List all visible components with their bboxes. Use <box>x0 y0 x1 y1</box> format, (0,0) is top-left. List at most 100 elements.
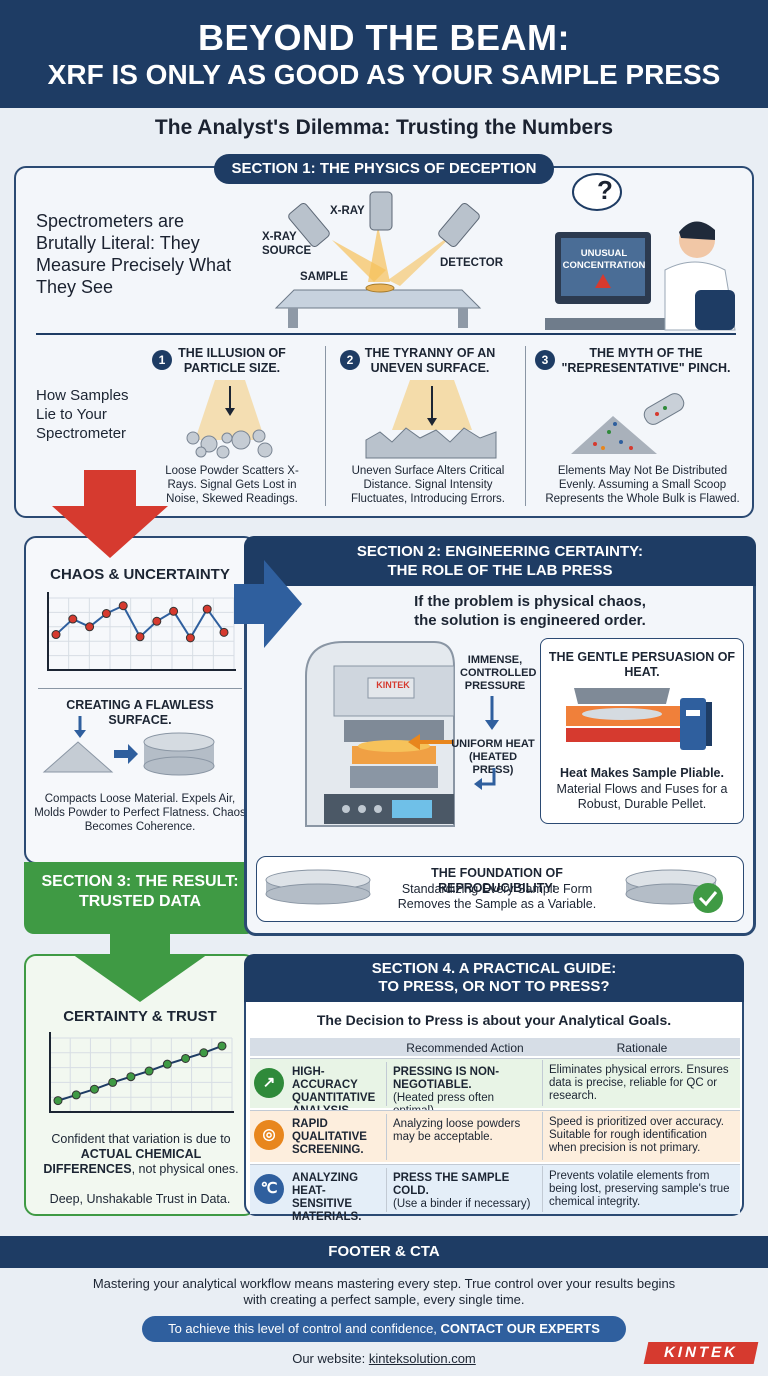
gentle-title: THE GENTLE PERSUASION OF HEAT. <box>548 650 736 679</box>
footer-text: Mastering your analytical workflow means… <box>92 1276 676 1307</box>
particle-size-icon <box>186 380 273 459</box>
chart-point <box>101 609 111 619</box>
chart-point <box>126 1072 136 1082</box>
section1-title: SECTION 1: THE PHYSICS OF DECEPTION <box>214 154 554 184</box>
chart-point <box>71 1090 81 1100</box>
pressure-arrow <box>485 696 499 730</box>
action-cell: PRESS THE SAMPLE COLD.(Use a binder if n… <box>386 1168 542 1212</box>
heat-arrow <box>408 734 454 750</box>
monitor-text: UNUSUAL CONCENTRATION <box>562 248 646 271</box>
kintek-logo: KINTEK <box>643 1342 759 1364</box>
chart-point <box>144 1066 154 1076</box>
item-desc: Uneven Surface Alters Critical Distance.… <box>350 465 506 505</box>
chart-point <box>199 1048 209 1058</box>
section2-title: SECTION 2: ENGINEERING CERTAINTY:THE ROL… <box>356 543 644 579</box>
rationale-cell: Speed is prioritized over accuracy. Suit… <box>542 1112 740 1160</box>
flawless-desc: Compacts Loose Material. Expels Air, Mol… <box>34 793 246 833</box>
label-xray-source: X-RAY SOURCE <box>262 231 312 257</box>
page-subtitle: XRF IS ONLY AS GOOD AS YOUR SAMPLE PRESS <box>47 59 721 90</box>
chart-point <box>51 630 61 640</box>
label-detector: DETECTOR <box>440 257 504 269</box>
item-title: THE MYTH OF THE "REPRESENTATIVE" PINCH. <box>561 346 731 375</box>
section3-band <box>24 862 256 934</box>
gentle-bold: Heat Makes Sample Pliable. <box>560 766 724 780</box>
contact-experts-button[interactable]: To achieve this level of control and con… <box>142 1316 626 1342</box>
chart-point <box>118 601 128 611</box>
heated-plates-icon <box>566 688 712 750</box>
item-divider <box>325 346 326 506</box>
item-title: THE ILLUSION OF PARTICLE SIZE. <box>178 346 286 375</box>
table-row <box>250 1164 740 1214</box>
footer-title: FOOTER & CTA <box>328 1243 440 1260</box>
uneven-surface-icon <box>365 380 497 459</box>
chaos-chart <box>47 592 236 671</box>
action-cell: PRESSING IS NON-NEGOTIABLE.(Heated press… <box>386 1062 542 1117</box>
pellet-icon <box>265 869 371 905</box>
heat-label: UNIFORM HEAT (HEATED PRESS) <box>451 738 535 776</box>
col-rationale-header: Rationale <box>616 1041 668 1055</box>
rationale-cell: Eliminates physical errors. Ensures data… <box>542 1060 740 1106</box>
chart-point <box>89 1084 99 1094</box>
green-arrow-down <box>72 932 208 1002</box>
chart-axis <box>47 592 236 671</box>
section4-header <box>244 954 744 1002</box>
table-header <box>250 1038 740 1056</box>
section4-lead: The Decision to Press is about your Anal… <box>316 1012 672 1028</box>
section1-headline: Spectrometers are Brutally Literal: They… <box>36 211 232 297</box>
certainty-title: CERTAINTY & TRUST <box>63 1008 217 1025</box>
footer-bar <box>0 1236 768 1268</box>
chart-point <box>162 1059 172 1069</box>
item-desc: Elements May Not Be Distributed Evenly. … <box>545 465 740 505</box>
chart-point <box>202 604 212 614</box>
chart-point <box>219 627 229 637</box>
item-number: 3 <box>535 350 555 370</box>
page-header: BEYOND THE BEAM: XRF IS ONLY AS GOOD AS … <box>0 0 768 108</box>
chart-point <box>169 606 179 616</box>
confident-text: Confident that variation is due to ACTUA… <box>43 1132 239 1176</box>
chart-point <box>181 1053 191 1063</box>
item-number: 2 <box>340 350 360 370</box>
item-divider <box>525 346 526 506</box>
thermometer-icon: ℃ <box>254 1174 284 1204</box>
magnifier-icon: ◎ <box>254 1120 284 1150</box>
chart-point <box>53 1096 63 1106</box>
chaos-panel <box>24 536 256 864</box>
pressure-label: IMMENSE, CONTROLLED PRESSURE <box>460 654 537 692</box>
analyst-illustration <box>545 173 736 331</box>
verified-pellet-icon <box>625 869 723 913</box>
trust-text: Deep, Unshakable Trust in Data. <box>49 1192 231 1206</box>
label-sample: SAMPLE <box>300 271 348 283</box>
chart-point <box>217 1041 227 1051</box>
website-line: Our website: kinteksolution.com <box>292 1351 476 1366</box>
chaos-title: CHAOS & UNCERTAINTY <box>50 566 230 583</box>
certainty-chart <box>49 1032 234 1113</box>
table-row <box>250 1058 740 1108</box>
chart-series-line <box>57 1045 223 1102</box>
label-xray: X-RAY <box>330 205 365 217</box>
chart-point <box>185 633 195 643</box>
foundation-title: THE FOUNDATION OF REPRODUCIBILITY: <box>431 866 563 895</box>
table-row <box>250 1110 740 1162</box>
chart-point <box>85 622 95 632</box>
chart-point <box>152 616 162 626</box>
section4-title: SECTION 4. A PRACTICAL GUIDE:TO PRESS, O… <box>371 960 617 995</box>
item-desc: Loose Powder Scatters X-Rays. Signal Get… <box>165 465 299 505</box>
chart-axis <box>49 1032 234 1113</box>
website-link[interactable]: kinteksolution.com <box>368 1351 476 1366</box>
section2-header <box>244 536 756 586</box>
item-number: 1 <box>152 350 172 370</box>
action-cell: Analyzing loose powders may be acceptabl… <box>386 1114 542 1160</box>
chart-point <box>108 1077 118 1087</box>
section2-lead: If the problem is physical chaos,the sol… <box>414 593 646 629</box>
page-title: BEYOND THE BEAM: <box>197 17 570 58</box>
machine-brand: KINTEK <box>376 680 410 690</box>
divider <box>38 688 242 689</box>
flawless-title: CREATING A FLAWLESS SURFACE. <box>66 698 214 727</box>
dilemma-heading: The Analyst's Dilemma: Trusting the Numb… <box>154 116 614 139</box>
return-arrow <box>474 768 496 790</box>
section3-title: SECTION 3: THE RESULT: TRUSTED DATA <box>41 873 239 910</box>
blue-arrow-right <box>234 560 302 648</box>
goal-cell: ANALYZING HEAT-SENSITIVE MATERIALS. <box>292 1172 362 1223</box>
red-arrow-down <box>52 470 168 558</box>
xrf-illustration <box>274 191 482 328</box>
